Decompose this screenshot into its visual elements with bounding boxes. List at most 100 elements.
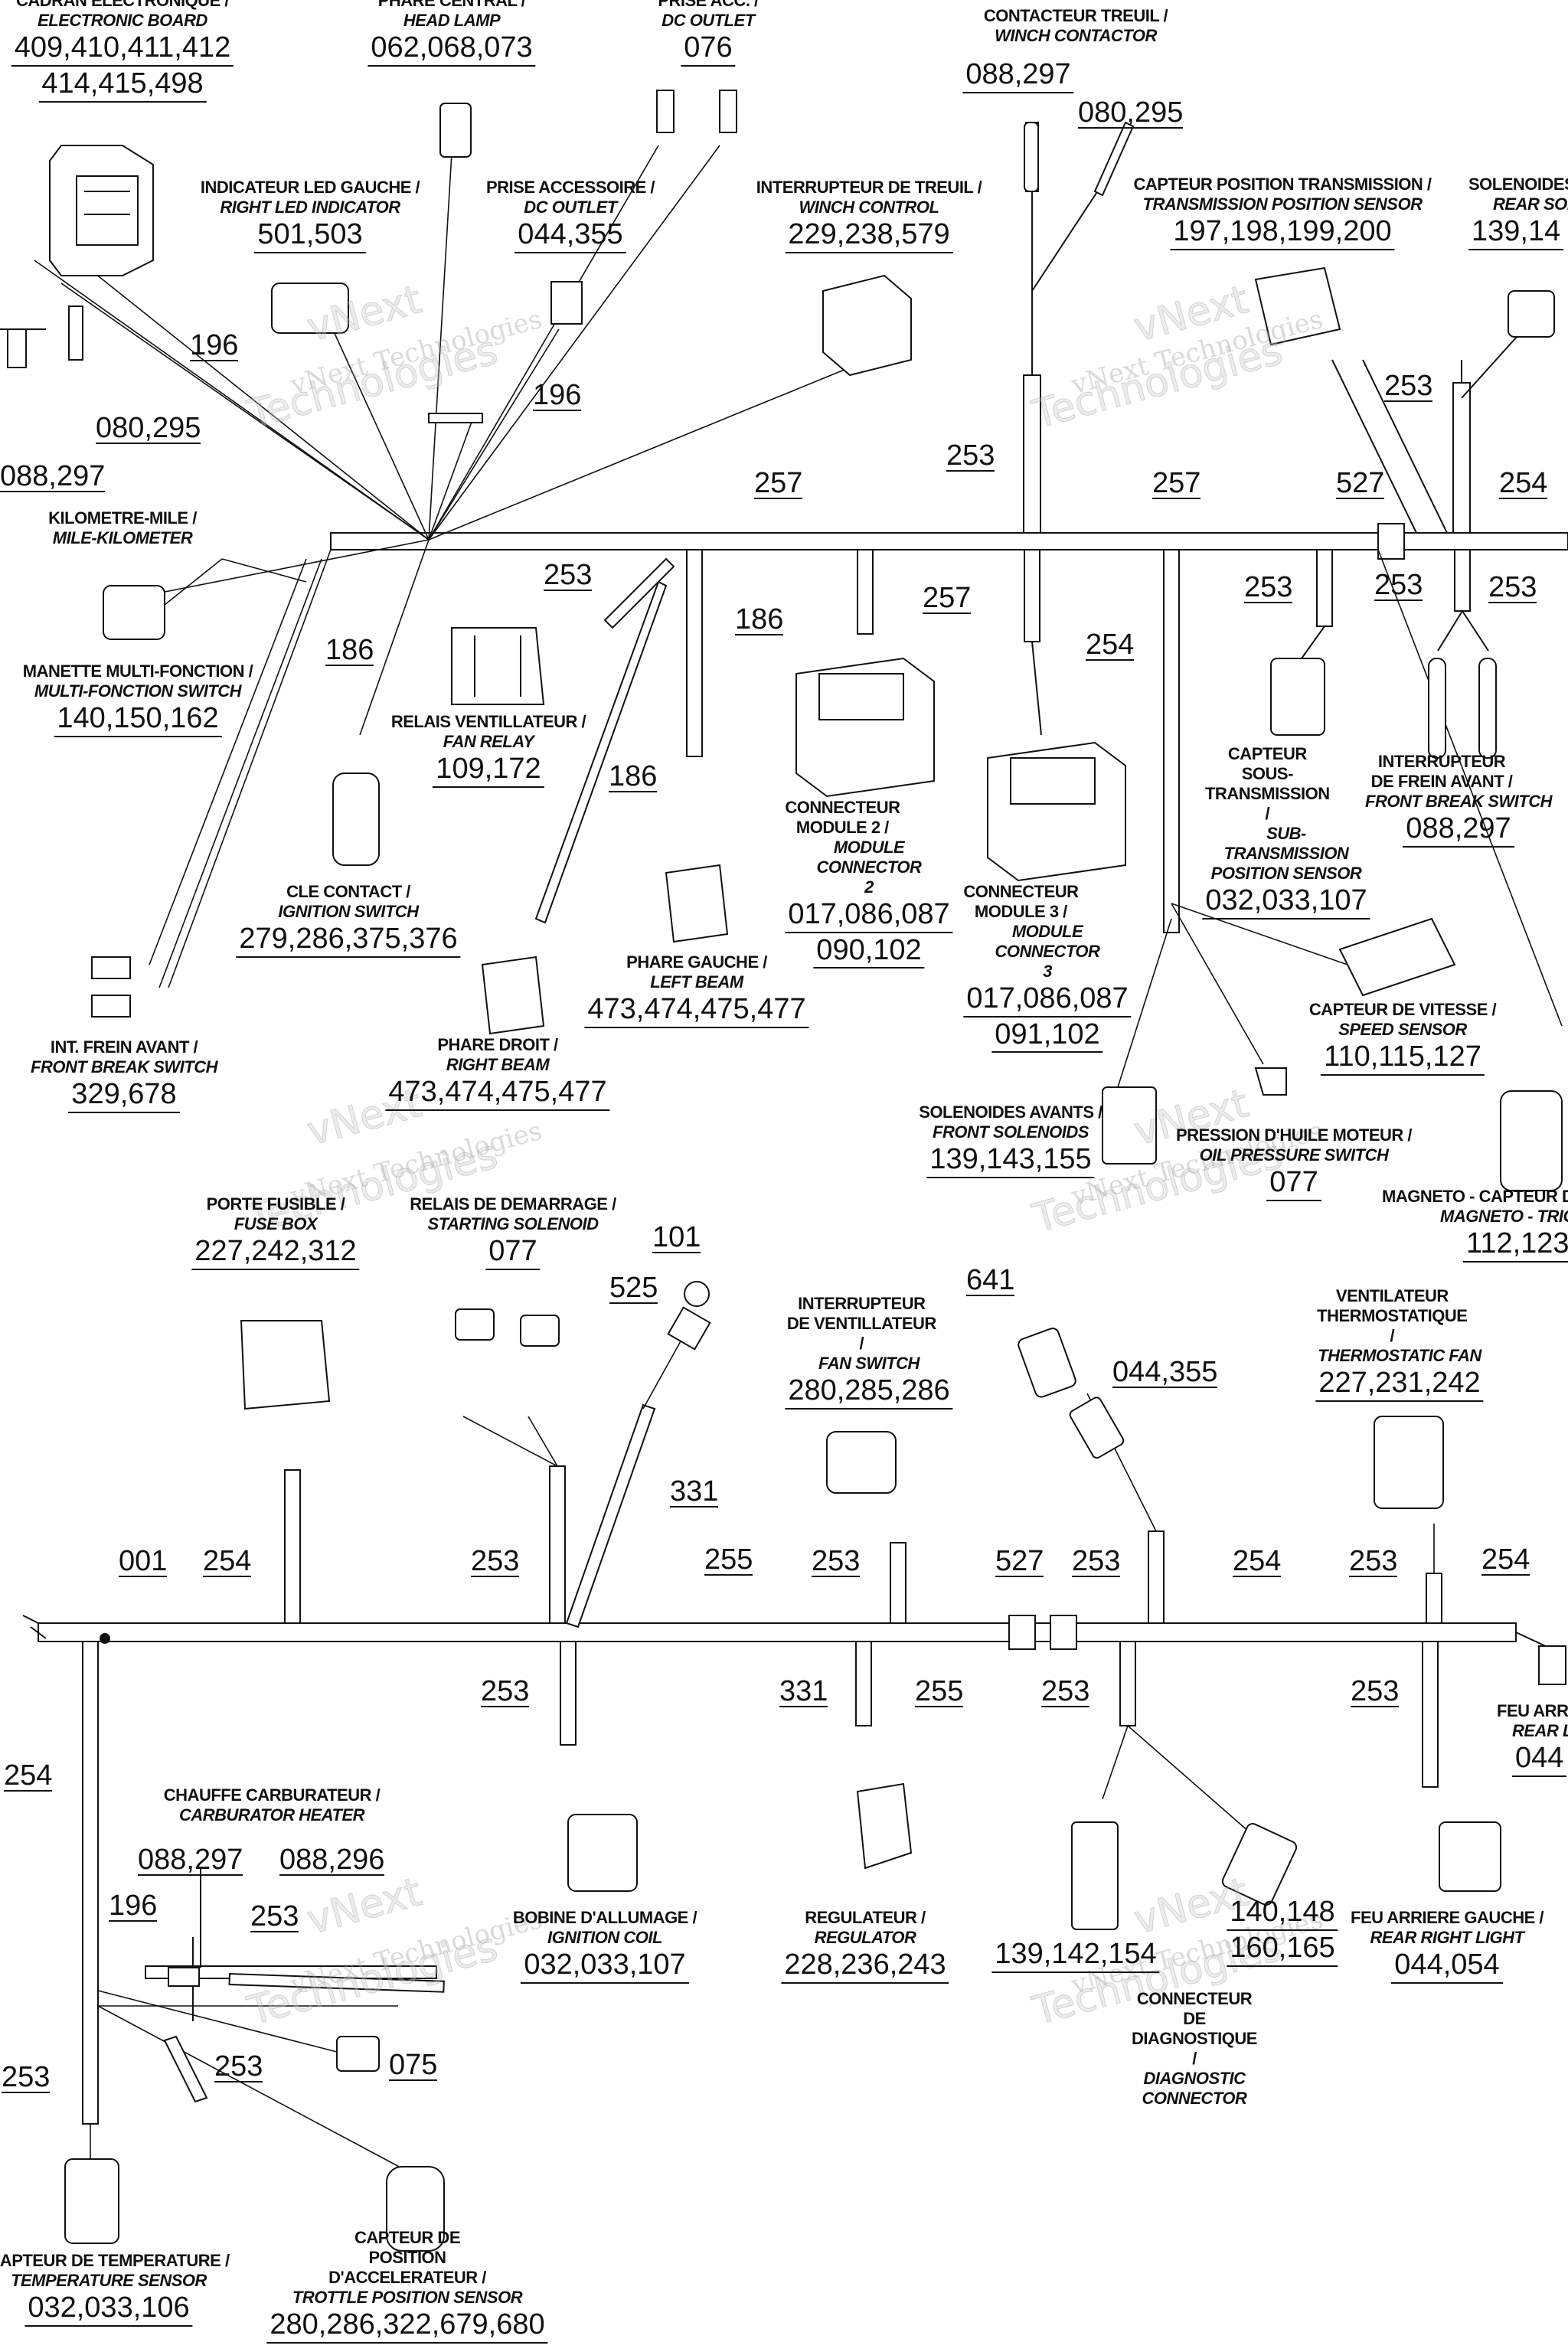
label-dc-outlet-acc: PRISE ACCESSOIRE / DC OUTLET 044,355 <box>486 178 655 253</box>
label-fr: FEU ARRIERE / <box>1497 1701 1568 1720</box>
part-numbers: 139,143,155 <box>926 1142 1095 1178</box>
label-fr: RELAIS VENTILLATEUR / <box>390 712 586 731</box>
label-en: FRONT SOLENOIDS <box>933 1122 1089 1142</box>
part-numbers: 077 <box>1266 1165 1321 1201</box>
part-numbers: 473,474,475,477 <box>385 1075 610 1111</box>
label-fr: PRISE ACC. / <box>658 0 759 10</box>
ref-253: 253 <box>481 1675 530 1707</box>
ref-253: 253 <box>812 1545 861 1577</box>
label-diagnostic: CONNECTEUR DE DIAGNOSTIQUE / DIAGNOSTIC … <box>1129 1989 1259 2109</box>
label-en: SPEED SENSOR <box>1338 1019 1467 1039</box>
label-front-solenoids: SOLENOIDES AVANTS / FRONT SOLENOIDS 139,… <box>919 1102 1102 1178</box>
ref-044-355: 044,355 <box>1112 1356 1218 1388</box>
ref-254: 254 <box>1086 629 1135 661</box>
ref-253: 253 <box>544 559 593 591</box>
part-numbers: 197,198,199,200 <box>1170 214 1395 250</box>
part-numbers: 017,086,087 <box>963 982 1132 1018</box>
label-fr: CAPTEUR DE POSITION D'ACCELERATEUR / <box>328 2228 486 2287</box>
ref-101: 101 <box>652 1221 701 1253</box>
part-numbers: 088,297 <box>962 57 1074 93</box>
label-fr: SOLENOIDES AVANTS / <box>919 1102 1102 1122</box>
label-fr: INTERRUPTEUR DE FREIN AVANT / <box>1370 752 1513 791</box>
ref-253: 253 <box>1374 569 1423 601</box>
ref-080-295: 080,295 <box>96 412 201 444</box>
label-en: SUB-TRANSMISSION POSITION SENSOR <box>1210 823 1362 883</box>
part-numbers: 112,123 <box>1463 1227 1568 1263</box>
label-fuse-box: PORTE FUSIBLE / FUSE BOX 227,242,312 <box>191 1194 360 1270</box>
label-winch-contactor: CONTACTEUR TREUIL / WINCH CONTACTOR <box>984 6 1168 46</box>
ref-088-297: 088,297 <box>138 1844 243 1876</box>
label-en: STARTING SOLENOID <box>427 1214 599 1233</box>
label-fr: PRISE ACCESSOIRE / <box>485 178 655 197</box>
part-numbers: 329,678 <box>68 1077 180 1113</box>
ref-331: 331 <box>779 1675 828 1707</box>
part-numbers: 279,286,375,376 <box>236 922 461 958</box>
label-en: HEAD LAMP <box>403 10 501 30</box>
label-en: REAR RIGHT LIGHT <box>1370 1927 1524 1947</box>
mid-diagonal-sleeves <box>534 557 675 924</box>
part-numbers: 032,033,107 <box>1202 884 1370 920</box>
label-en: FUSE BOX <box>234 1214 318 1233</box>
label-en: MULTI-FONCTION SWITCH <box>34 681 242 701</box>
part-numbers: 140,148 <box>1227 1895 1338 1931</box>
label-fr: MAGNETO - CAPTEUR D'A <box>1382 1187 1568 1206</box>
part-numbers: 139,14 <box>1468 214 1564 250</box>
label-en: TRANSMISSION POSITION SENSOR <box>1142 194 1423 214</box>
part-numbers: 088,297 <box>1403 812 1514 848</box>
label-en: OIL PRESSURE SWITCH <box>1199 1145 1389 1165</box>
part-numbers: 090,102 <box>813 933 925 969</box>
label-fr: REGULATEUR / <box>805 1908 926 1927</box>
part-numbers: 414,415,498 <box>38 67 207 103</box>
ref-186: 186 <box>735 603 784 635</box>
label-fr: VENTILATEUR THERMOSTATIQUE / <box>1317 1286 1468 1345</box>
part-numbers: 473,474,475,477 <box>584 992 809 1028</box>
label-fr: CONNECTEUR MODULE 3 / <box>963 882 1079 921</box>
part-numbers: 227,242,312 <box>191 1234 360 1270</box>
ref-253: 253 <box>1072 1545 1121 1577</box>
ref-641: 641 <box>966 1264 1015 1296</box>
label-fr: CONNECTEUR MODULE 2 / <box>785 798 900 837</box>
ref-253: 253 <box>946 439 995 472</box>
part-numbers: 280,286,322,679,680 <box>266 2308 548 2344</box>
label-starting-solenoid: RELAIS DE DEMARRAGE / STARTING SOLENOID … <box>410 1194 616 1270</box>
label-en: FRONT BREAK SWITCH <box>31 1057 217 1076</box>
ref-088-296: 088,296 <box>279 1844 385 1876</box>
label-transmission-sensor: CAPTEUR POSITION TRANSMISSION / TRANSMIS… <box>1133 175 1432 250</box>
ref-257: 257 <box>923 582 972 614</box>
bottom-downward-wires <box>90 1725 1256 2175</box>
ref-253: 253 <box>1041 1675 1090 1707</box>
part-numbers: 076 <box>681 31 736 67</box>
label-en: WINCH CONTROL <box>799 197 939 217</box>
label-en: THERMOSTATIC FAN <box>1318 1345 1481 1365</box>
label-fr: INTERRUPTEUR DE VENTILLATEUR / <box>786 1294 936 1353</box>
label-fr: BOBINE D'ALLUMAGE / <box>512 1908 697 1927</box>
label-en: MODULE CONNECTOR 3 <box>995 921 1100 981</box>
ref-253: 253 <box>1488 571 1537 603</box>
part-numbers: 017,086,087 <box>785 897 953 933</box>
label-fr: PHARE DROIT / <box>437 1035 558 1054</box>
label-rear-light: FEU ARRIERE / REAR L 044 <box>1497 1701 1568 1777</box>
label-throttle-sensor: CAPTEUR DE POSITION D'ACCELERATEUR / TRO… <box>266 2228 548 2344</box>
label-en: MILE-KILOMETER <box>52 528 193 547</box>
part-numbers: 409,410,411,412 <box>11 31 234 67</box>
label-fr: FEU ARRIERE GAUCHE / <box>1351 1908 1544 1927</box>
bottom-main-harness <box>22 1615 1563 1655</box>
part-numbers: 044 <box>1512 1741 1567 1777</box>
part-numbers: 501,503 <box>254 217 366 253</box>
part-numbers: 109,172 <box>433 752 544 788</box>
label-fr: CAPTEUR SOUS-TRANSMISSION / <box>1204 744 1330 823</box>
label-en: FAN RELAY <box>443 731 534 751</box>
bottom-upward-sleeves <box>284 1403 1442 1628</box>
ref-253: 253 <box>250 1900 299 1932</box>
label-multi-switch: MANETTE MULTI-FONCTION / MULTI-FONCTION … <box>23 662 253 737</box>
label-oil-pressure: PRESSION D'HUILE MOTEUR / OIL PRESSURE S… <box>1176 1125 1413 1201</box>
label-en: DC OUTLET <box>662 10 755 30</box>
ref-331: 331 <box>670 1475 719 1508</box>
ref-257: 257 <box>1152 467 1201 499</box>
label-diagnostic-parts-2: 140,148 160,165 <box>1227 1895 1338 1967</box>
ref-088-297: 088,297 <box>0 460 106 492</box>
label-winch-contactor-parts: 088,297 <box>962 57 1074 93</box>
lower-right-branches <box>1117 549 1563 1088</box>
ref-253: 253 <box>2 2061 51 2093</box>
label-electronic-board: CADRAN ELECTRONIQUE / ELECTRONIC BOARD 4… <box>11 0 234 103</box>
